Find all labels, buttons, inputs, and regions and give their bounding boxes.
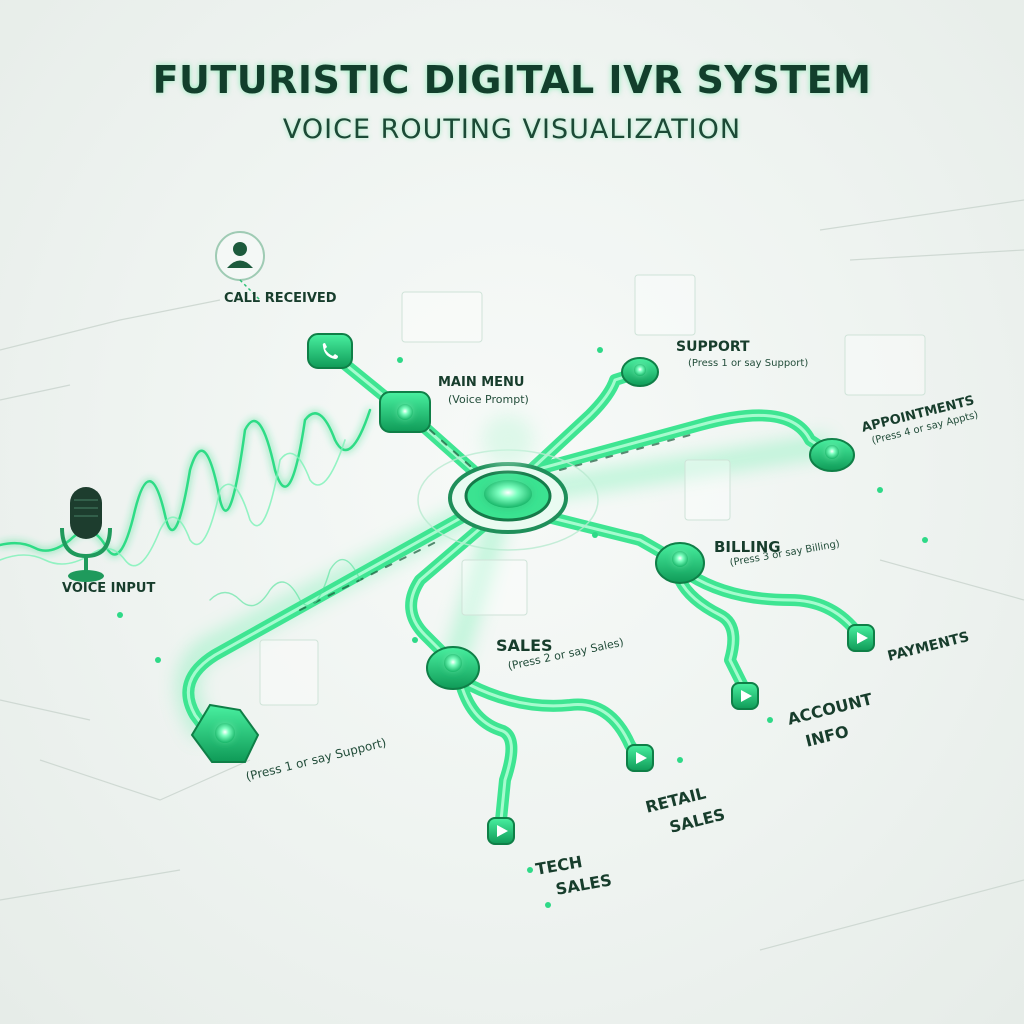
- node-retail-sales[interactable]: [626, 744, 654, 772]
- node-main-menu[interactable]: [379, 391, 431, 433]
- node-account-info[interactable]: [731, 682, 759, 710]
- label-voice-input: VOICE INPUT: [62, 581, 156, 596]
- voice-waveform: [0, 408, 372, 607]
- caller-avatar: [215, 231, 265, 301]
- label-sales: SALES: [496, 636, 553, 655]
- node-payments[interactable]: [847, 624, 875, 652]
- node-appointments[interactable]: [809, 438, 855, 472]
- label-main-menu: MAIN MENU: [438, 375, 525, 390]
- track-billing-to-payments: [684, 569, 861, 636]
- play-arrow-icon: [741, 690, 752, 702]
- label-billing: BILLING: [714, 538, 781, 556]
- node-left-support[interactable]: [190, 703, 260, 763]
- play-arrow-icon: [857, 632, 868, 644]
- hologram-panels: [259, 274, 926, 706]
- decorative-dots: [117, 347, 928, 908]
- sublabel-support: (Press 1 or say Support): [688, 358, 809, 369]
- node-tech-sales[interactable]: [487, 817, 515, 845]
- background-circuit-lines: [0, 199, 1024, 951]
- play-arrow-icon: [497, 825, 508, 837]
- central-hub: [417, 414, 599, 551]
- node-call-received[interactable]: [307, 333, 353, 369]
- page-title: FUTURISTIC DIGITAL IVR SYSTEM: [152, 58, 872, 102]
- track-hub-to-billing: [534, 509, 681, 566]
- label-call-received: CALL RECEIVED: [224, 291, 337, 306]
- page-subtitle: VOICE ROUTING VISUALIZATION: [282, 114, 742, 145]
- label-support: SUPPORT: [676, 339, 750, 355]
- node-sales[interactable]: [426, 646, 480, 690]
- node-support[interactable]: [621, 357, 659, 387]
- node-billing[interactable]: [655, 542, 705, 584]
- phone-icon: [322, 343, 338, 359]
- header: FUTURISTIC DIGITAL IVR SYSTEM VOICE ROUT…: [0, 58, 1024, 145]
- user-icon: [227, 242, 253, 268]
- microphone-icon: [60, 487, 112, 582]
- sublabel-main-menu: (Voice Prompt): [448, 393, 529, 406]
- play-arrow-icon: [636, 752, 647, 764]
